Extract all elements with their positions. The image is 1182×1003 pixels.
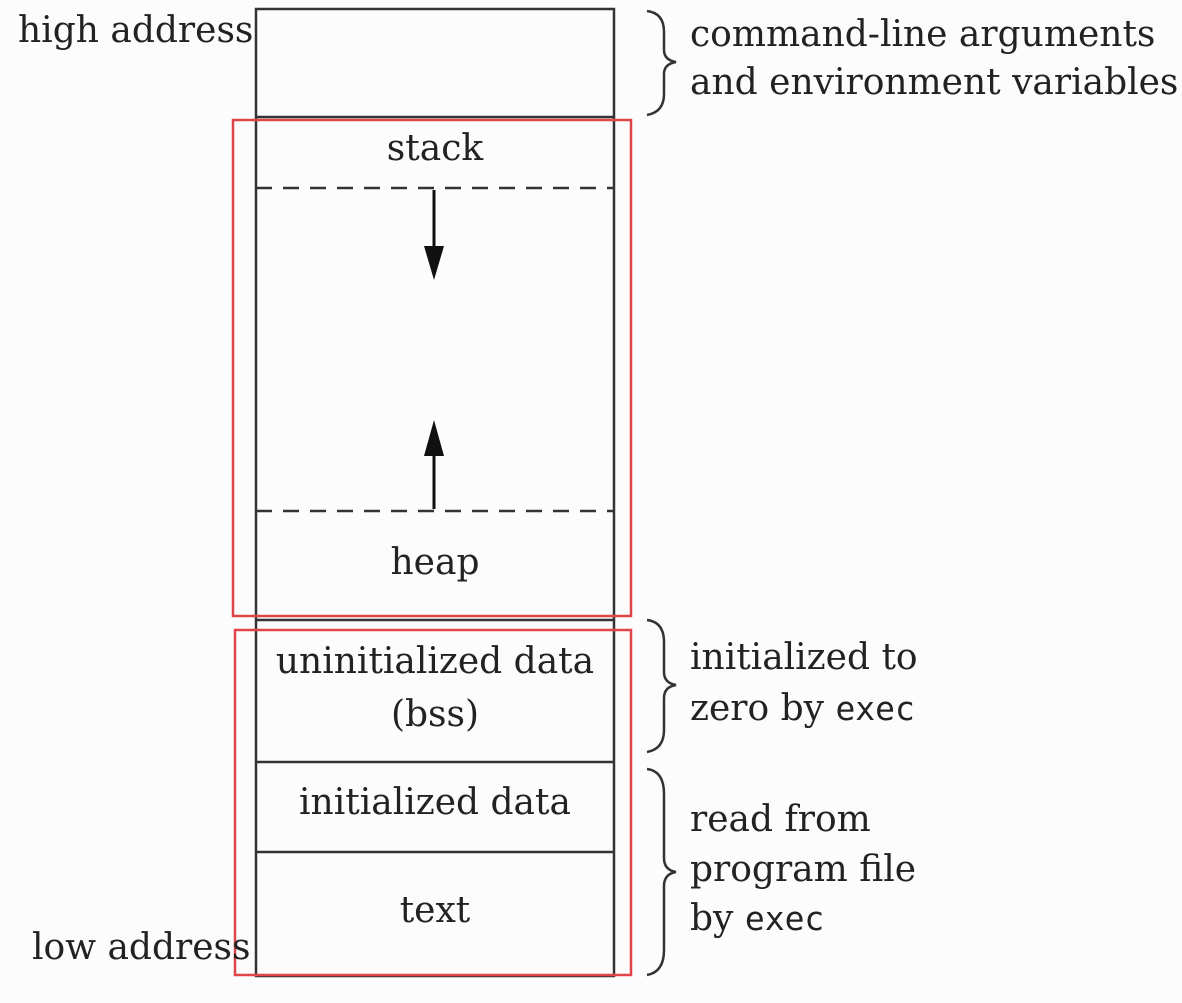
segment-text-label: text (399, 890, 471, 931)
segment-heap-label: heap (390, 542, 480, 583)
brace-bss (646, 618, 677, 754)
brace-args (646, 9, 677, 117)
segment-initialized-data-label: initialized data (299, 782, 571, 823)
low-address-label: low address (32, 927, 251, 968)
stack-growth-arrow-head (424, 246, 444, 280)
read-annotation-line1: read from (690, 799, 871, 840)
read-annotation-line2: program file (690, 849, 917, 890)
segment-bss-label-line1: uninitialized data (275, 641, 595, 682)
bss-annotation-line2: zero by exec (690, 684, 915, 734)
read-annotation-line3-text: by (690, 898, 745, 939)
args-annotation-line2: and environment variables (690, 62, 1179, 103)
args-annotation-line1: command-line arguments (690, 14, 1156, 55)
high-address-label: high address (18, 10, 254, 51)
brace-read (646, 767, 677, 977)
bss-annotation-line1: initialized to (690, 637, 918, 678)
heap-growth-arrow-head (424, 420, 444, 456)
highlight-box-stack-heap (231, 118, 633, 618)
highlight-box-data-text (233, 628, 633, 977)
segment-stack-label: stack (386, 128, 484, 169)
segment-bss-label-line2: (bss) (390, 694, 480, 735)
read-annotation-exec-code: exec (744, 899, 825, 938)
bss-annotation-line2-text: zero by (690, 688, 836, 729)
read-annotation-line3: by exec (690, 894, 824, 944)
bss-annotation-exec-code: exec (835, 689, 915, 728)
